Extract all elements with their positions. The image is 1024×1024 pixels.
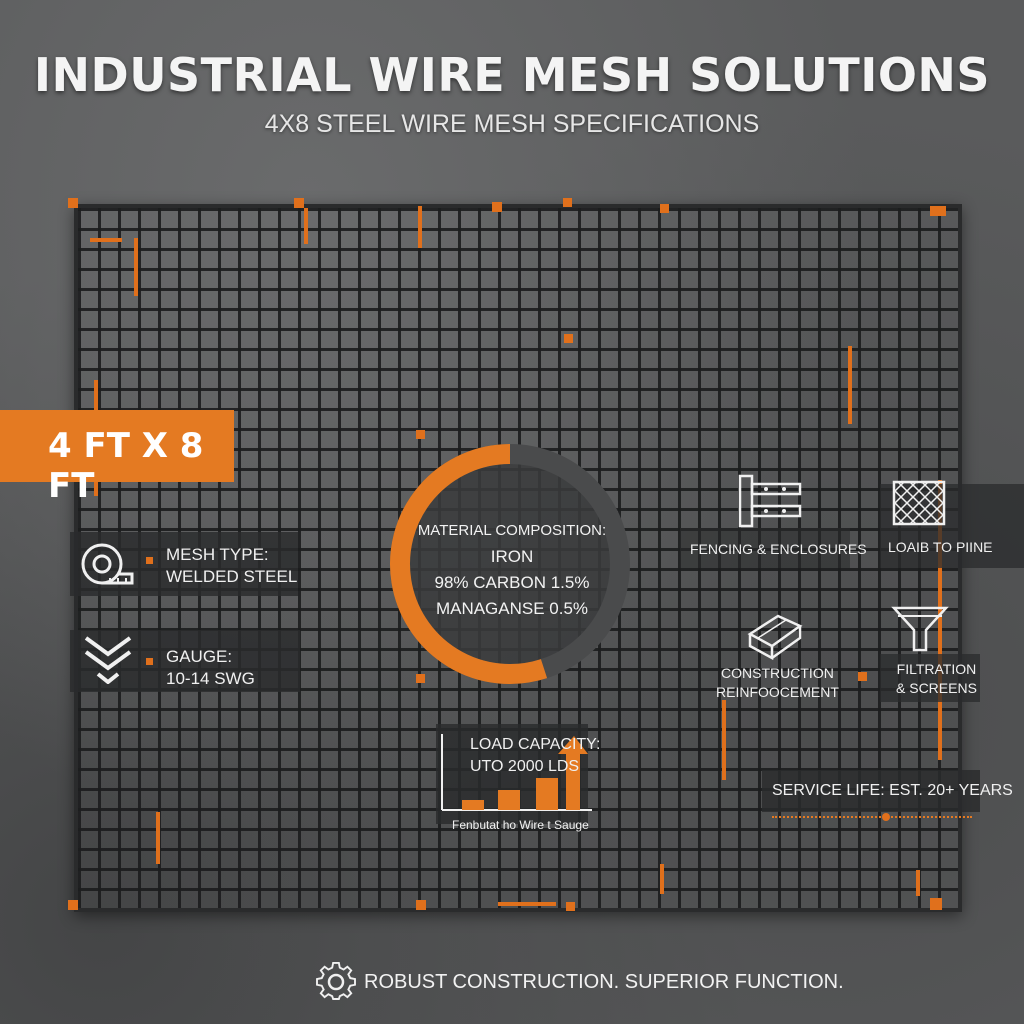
clip-marker (416, 900, 426, 910)
mesh-type-value: WELDED STEEL (166, 567, 298, 586)
clip-marker (563, 198, 572, 207)
page-subtitle: 4X8 STEEL WIRE MESH SPECIFICATIONS (264, 110, 760, 138)
mesh-roll-icon (890, 478, 948, 533)
footer-tagline: ROBUST CONSTRUCTION. SUPERIOR FUNCTION. (364, 970, 844, 993)
gauge-label: GAUGE: (166, 647, 233, 666)
size-badge: 4 FT X 8 FT (0, 410, 234, 506)
composition-heading: MATERIAL COMPOSITION: (417, 522, 607, 539)
clip-marker (134, 238, 138, 296)
application-filtration-line-2: & SCREENS (896, 680, 977, 696)
composition-line-1: IRON (490, 547, 534, 566)
clip-marker (722, 700, 726, 780)
application-construction: CONSTRUCTION REINFOOCEMENT (716, 664, 839, 702)
composition-arc (390, 444, 548, 684)
clip-marker (916, 870, 920, 896)
clip-marker (566, 902, 575, 911)
clip-marker (416, 430, 425, 439)
service-life-text: SERVICE LIFE: EST. 20+ YEARS (772, 782, 1013, 799)
clip-marker (304, 208, 308, 244)
footer: ROBUST CONSTRUCTION. SUPERIOR FUNCTION. (316, 962, 844, 1002)
application-filtration-line-1: FILTRATION (896, 661, 977, 677)
measuring-tape-icon (80, 542, 136, 593)
composition-line-2: 98% CARBON 1.5% (434, 573, 590, 592)
funnel-icon (890, 602, 950, 659)
filtration-panel (880, 654, 980, 702)
spec-bullet (146, 658, 153, 665)
clip-marker (660, 864, 664, 894)
mesh-type-label: MESH TYPE: (166, 545, 269, 564)
steel-beam-icon (744, 604, 806, 665)
spec-bullet (146, 557, 153, 564)
load-label: LOAD CAPACITY: (470, 736, 601, 753)
fence-bracket-icon (736, 472, 806, 533)
mesh-type-panel (70, 532, 298, 596)
application-filtration: FILTRATION & SCREENS (896, 660, 977, 698)
clip-marker (564, 334, 573, 343)
load-value: UTO 2000 LDS (470, 758, 580, 775)
mesh-type-spec: MESH TYPE: WELDED STEEL (166, 544, 297, 588)
clip-marker (930, 206, 946, 216)
application-loaib: LOAIB TO PIINE (888, 539, 993, 555)
service-life-marker (882, 813, 890, 821)
clip-marker (858, 672, 867, 681)
application-construction-line-1: CONSTRUCTION (721, 665, 834, 681)
clip-marker (492, 202, 502, 212)
fencing-panel (680, 528, 850, 568)
clip-marker (660, 204, 669, 213)
clip-marker (156, 812, 160, 864)
clip-marker (294, 198, 304, 208)
clip-marker (418, 206, 422, 248)
load-capacity-chart-icon (436, 730, 596, 819)
composition-text: MATERIAL COMPOSITION: IRON 98% CARBON 1.… (412, 518, 612, 622)
load-caption: Fenbutat ho Wire t Sauge (452, 818, 589, 832)
clip-marker (68, 198, 78, 208)
application-fencing: FENCING & ENCLOSURES (690, 541, 867, 557)
clip-marker (68, 900, 78, 910)
gear-icon (316, 962, 356, 1000)
application-construction-line-2: REINFOOCEMENT (716, 684, 839, 700)
composition-donut (384, 438, 636, 690)
clip-marker (848, 346, 852, 424)
gauge-value: 10-14 SWG (166, 669, 255, 688)
size-badge-label: 4 FT X 8 FT (48, 426, 204, 506)
load-spec: LOAD CAPACITY: UTO 2000 LDS (470, 734, 600, 778)
chevron-stack-icon (80, 632, 136, 689)
service-life-panel (762, 770, 980, 812)
service-life-divider (772, 816, 972, 818)
page-title: INDUSTRIAL WIRE MESH SOLUTIONS (33, 48, 991, 102)
clip-marker (930, 898, 942, 910)
loaib-panel (880, 484, 1024, 568)
gauge-spec: GAUGE: 10-14 SWG (166, 646, 255, 690)
composition-line-3: MANAGANSE 0.5% (435, 599, 589, 618)
clip-marker (416, 674, 425, 683)
clip-marker (938, 480, 942, 760)
clip-marker (90, 238, 122, 242)
clip-marker (498, 902, 556, 906)
